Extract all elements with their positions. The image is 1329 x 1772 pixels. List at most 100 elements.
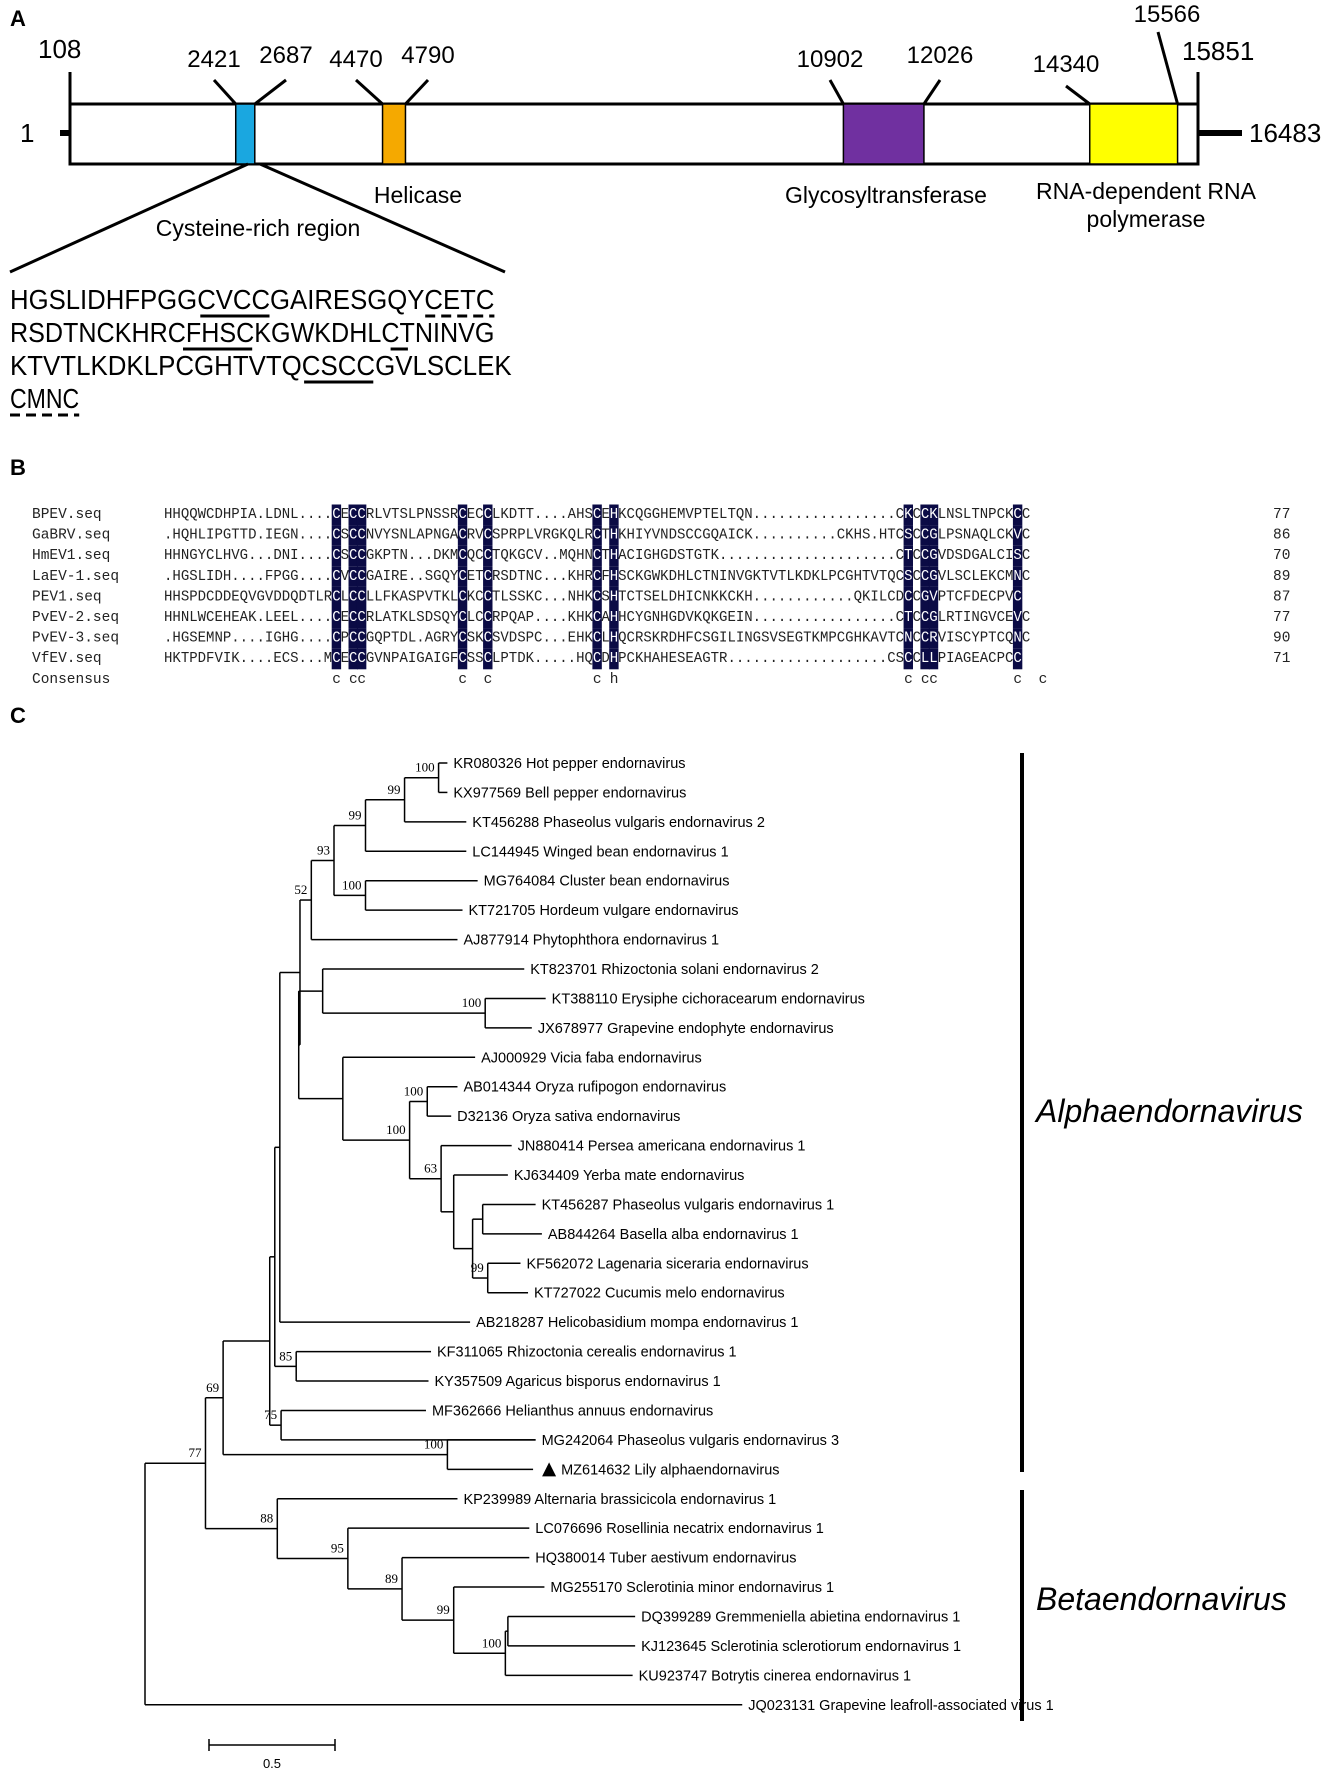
tree-branches: 1009999100935210010099631008575100691009… [144,760,743,1706]
alignment-highlight [348,648,358,670]
alignment-highlight [1012,586,1023,608]
alignment-highlight [592,545,602,567]
bootstrap-value: 63 [424,1161,437,1176]
tree-leaf-label: KT456287 Phaseolus vulgaris endornavirus… [542,1197,835,1213]
alignment-highlight [1012,566,1023,587]
scale-label: 0.5 [263,1756,281,1771]
alignment-highlight [457,504,468,526]
domain-start-label: 10902 [797,46,864,73]
domain-box-3 [842,103,925,165]
alignment-highlight [1012,525,1023,546]
tree-leaf-label: KU923747 Botrytis cinerea endornavirus 1 [639,1668,911,1684]
tree-leaf-label: MG764084 Cluster bean endornavirus [484,874,730,890]
alignment-highlight [356,648,367,670]
bootstrap-value: 100 [462,995,482,1010]
tree-leaf-label: JQ023131 Grapevine leafroll-associated v… [748,1698,1053,1714]
genome-end-label: 16483 [1249,118,1321,148]
clade-label: Alphaendornavirus [1034,1093,1303,1129]
tree-leaf-label: KR080326 Hot pepper endornavirus [453,756,685,772]
alignment-highlight [331,504,342,526]
consensus-char: c [593,672,602,688]
alignment-highlight [903,586,913,608]
consensus-char: c [1013,672,1022,688]
alignment-seq: .HGSEMNP....IGHG....CPCCGQPTDL.AGRYCSKCS… [164,631,1031,647]
alignment-seq-name: PvEV-3.seq [32,631,119,647]
alignment-highlight [331,607,342,629]
domain-leader-start [354,78,384,106]
alignment-highlight [609,607,619,629]
alignment-highlight [903,545,913,567]
alignment-highlight [348,607,358,629]
alignment-highlight [1012,504,1023,526]
alignment-highlight [457,545,468,567]
consensus-char: c [484,672,493,688]
domain-start-label: 2421 [187,46,240,73]
alignment-highlight [457,566,468,587]
alignment-highlight [592,566,602,587]
consensus-char: c [1039,672,1048,688]
alignment-highlight [920,504,930,526]
tree-leaf-label: KF562072 Lagenaria siceraria endornaviru… [526,1256,808,1272]
bootstrap-value: 89 [385,1571,398,1586]
domain-leader-end [253,78,287,106]
orf-box [68,102,1200,166]
tree-leaf-label: JN880414 Persea americana endornavirus 1 [518,1139,806,1155]
genome-start-label: 1 [20,118,34,148]
bootstrap-value: 93 [317,842,330,857]
tree-leaf-label: DQ399289 Gremmeniella abietina endornavi… [641,1609,960,1625]
alignment-highlight [903,628,913,649]
tree-leaf-label: KP239989 Alternaria brassicicola endorna… [463,1492,776,1508]
alignment-seq-length: 89 [1273,569,1290,585]
alignment-highlight [348,504,358,526]
tree-leaf-label: JX678977 Grapevine endophyte endornaviru… [538,1021,834,1037]
alignment-highlight [592,607,602,629]
alignment-highlight [928,648,939,670]
domain-name: Cysteine-rich region [156,215,361,241]
alignment-highlight [457,648,468,670]
alignment-seq-length: 90 [1273,631,1290,647]
bootstrap-value: 99 [471,1260,484,1275]
domain-end-label: 4790 [401,42,454,69]
alignment-seq-name: PEV1.seq [32,589,102,605]
bootstrap-value: 88 [260,1511,273,1526]
alignment-highlight [483,545,493,567]
alignment-seq: HHSPDCDDEQVGVDDQDTLRCLCCLLFKASPVTKLCKCCT… [164,589,1022,605]
bootstrap-value: 100 [424,1437,444,1452]
alignment-highlight [348,525,358,546]
alignment-highlight [920,545,930,567]
alignment-highlight [592,586,602,608]
alignment-highlight [348,628,358,649]
alignment-highlight [331,566,342,587]
bootstrap-value: 77 [188,1445,202,1460]
alignment-highlight [903,504,913,526]
domain-end-label: 15566 [1134,1,1201,28]
domain-box-1 [234,103,256,165]
tree-leaf-label: KT721705 Hordeum vulgare endornavirus [469,903,739,919]
alignment-highlight [348,566,358,587]
alignment-highlight [920,628,930,649]
alignment-seq: .HGSLIDH....FPGG....CVCCGAIRE..SGQYCETCR… [164,569,1031,585]
orf-end-label: 15851 [1182,36,1254,66]
alignment-highlight [483,566,493,587]
alignment-highlight [356,628,367,649]
alignment-seq-length: 87 [1273,589,1290,605]
alignment-seq-name: VfEV.seq [32,651,102,667]
triangle-marker-icon [542,1462,557,1477]
alignment-highlight [356,566,367,587]
tree-leaf-label: LC076696 Rosellinia necatrix endornaviru… [535,1521,824,1537]
alignment-highlight [331,586,342,608]
alignment-highlight [331,545,342,567]
panel-label-b: B [10,455,26,480]
alignment-seq-name: GaBRV.seq [32,528,110,544]
alignment-highlight [348,545,358,567]
domain-start-label: 4470 [329,46,382,73]
alignment-highlight [920,566,930,587]
panel-label-a: A [10,6,26,31]
clade-label: Betaendornavirus [1036,1581,1287,1617]
consensus-char: h [610,672,619,688]
domain-end-label: 12026 [907,42,974,69]
tree-leaf-label: KT823701 Rhizoctonia solani endornavirus… [530,962,819,978]
alignment-highlight [592,648,602,670]
